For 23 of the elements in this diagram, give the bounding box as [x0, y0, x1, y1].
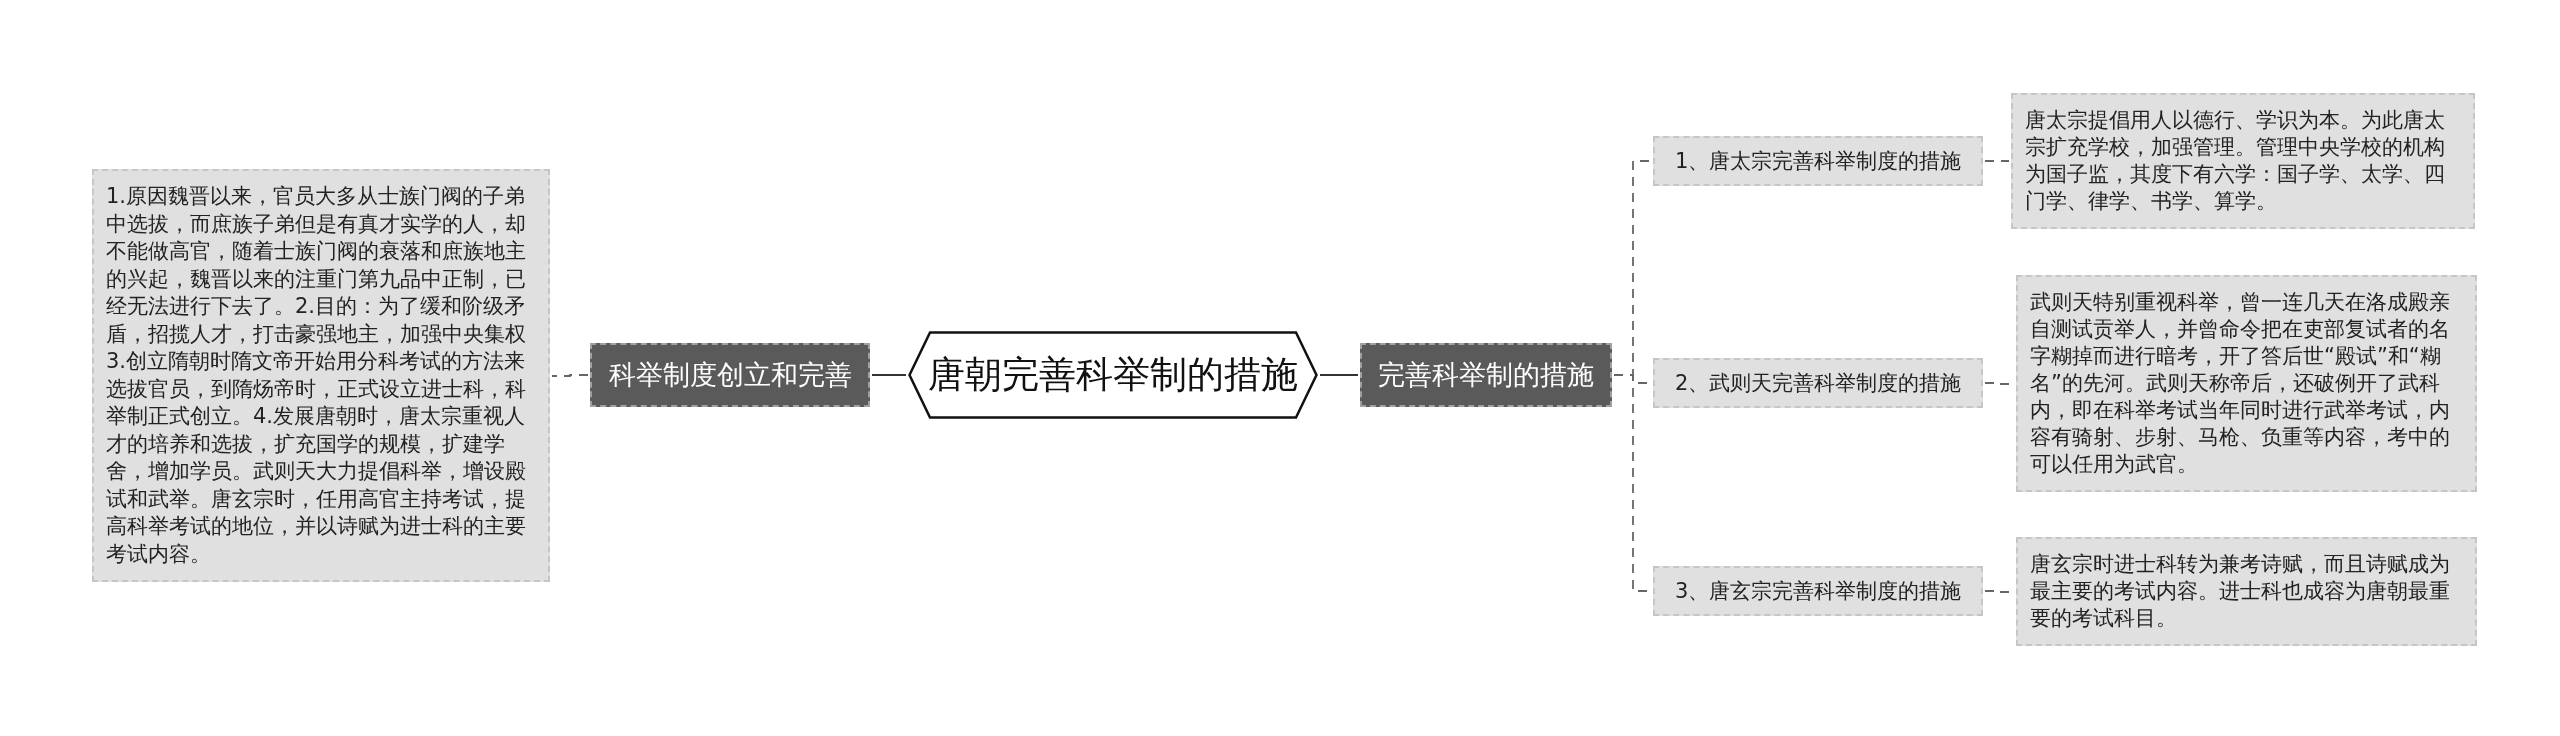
subtopic-label: 2、武则天完善科举制度的措施 — [1675, 370, 1962, 397]
connector-line — [1320, 373, 1358, 377]
connector-line — [551, 374, 589, 377]
topic-title: 唐朝完善科举制的措施 — [928, 352, 1298, 398]
subtopic-node — [1653, 566, 1984, 616]
branch-node — [1360, 343, 1612, 407]
subtopic-label: 1、唐太宗完善科举制度的措施 — [1675, 148, 1962, 175]
subtopic-node — [1653, 136, 1984, 186]
note-card — [2011, 93, 2475, 229]
connector-line — [1984, 160, 2010, 162]
branch-node — [590, 343, 870, 407]
subtopic-node — [1653, 358, 1984, 408]
branch-label: 完善科举制的措施 — [1378, 358, 1594, 392]
note-card — [2016, 275, 2477, 492]
note-text: 唐玄宗时进士科转为兼考诗赋，而且诗赋成为最主要的考试内容。进士科也成容为唐朝最重要的考试科目。 — [2030, 551, 2451, 632]
note-text: 1.原因魏晋以来，官员大多从士族门阀的子弟中选拔，而庶族子弟但是有真才实学的人，却不能做高官，随着士族门阀的衰落和庶族地主的兴起，魏晋以来的注重门第九品中正制，已经无法进行下去了。2.目的：为了缓和阶级矛盾，招揽人才，打击豪强地主，加强中央集权3.创立隋朝时隋文帝开始用分科考试的方法来选拔官员，到隋炀帝时，正式设立进士科，科举制正式创立。4.发展唐朝时，唐太宗重视人才的培养和选拔，扩充国学的规模，扩建学舍，增加学员。武则天大力提倡科举，增设殿试和武举。唐玄宗时，任用高官主持考试，提高科举考试的地位，并以诗赋为进士科的主要考试内容。 — [106, 183, 527, 568]
note-card — [2016, 537, 2477, 646]
note-text: 武则天特别重视科举，曾一连几天在洛成殿亲自测试贡举人，并曾命令把在吏部复试者的名字糊掉而进行暗考，开了答后世“殿试”和“糊名”的先河。武则天称帝后，还破例开了武科内，即在科举考试当年同时进行武举考试，内容有骑射、步射、马枪、负重等内容，考中的可以任用为武官。 — [2030, 289, 2451, 478]
topic-hexagon — [908, 331, 1318, 419]
subtopic-label: 3、唐玄宗完善科举制度的措施 — [1675, 578, 1962, 605]
connector-line — [872, 373, 906, 377]
branch-label: 科举制度创立和完善 — [608, 358, 852, 392]
note-text: 唐太宗提倡用人以德行、学识为本。为此唐太宗扩充学校，加强管理。管理中央学校的机构为国子监，其度下有六学：国子学、太学、四门学、律学、书学、算学。 — [2025, 107, 2446, 215]
